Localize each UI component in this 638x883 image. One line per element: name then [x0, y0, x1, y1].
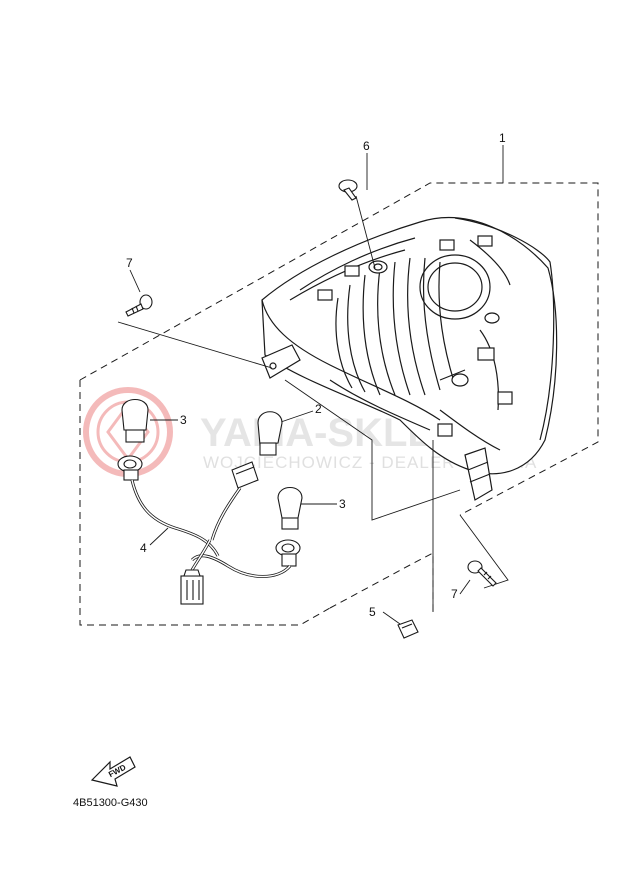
callout-7a: 7 [126, 256, 133, 270]
callout-1: 1 [499, 131, 506, 145]
wiring-harness-part-4 [117, 455, 301, 605]
leader-5 [382, 611, 401, 625]
bulb-part-3-lower [277, 486, 303, 530]
headlight-housing [261, 217, 558, 501]
callout-7b: 7 [451, 587, 458, 601]
bulb-part-3-left [121, 398, 149, 443]
callouts: 1 6 7 2 3 3 4 5 7 [126, 131, 506, 619]
callout-2: 2 [315, 402, 322, 416]
leader-2 [277, 410, 314, 424]
leader-6-axis [355, 195, 376, 269]
callout-3a: 3 [180, 413, 187, 427]
fwd-arrow-icon: FWD [90, 756, 136, 787]
callout-3b: 3 [339, 497, 346, 511]
leader-4 [149, 527, 169, 546]
clip-nut-part-5 [397, 619, 419, 639]
screw-part-6 [338, 179, 358, 201]
callout-6: 6 [363, 139, 370, 153]
tapping-screw-part-7a [125, 294, 153, 317]
callout-5: 5 [369, 605, 376, 619]
bulb-part-2 [257, 411, 283, 456]
diagram-code: 4B51300-G430 [73, 797, 148, 809]
tapping-screw-part-7b [467, 560, 497, 587]
callout-4: 4 [140, 541, 147, 555]
leader-7b [459, 579, 471, 595]
leader-7a [129, 269, 141, 293]
bracket-lines [284, 379, 461, 521]
leader-7a-axis [117, 321, 273, 369]
